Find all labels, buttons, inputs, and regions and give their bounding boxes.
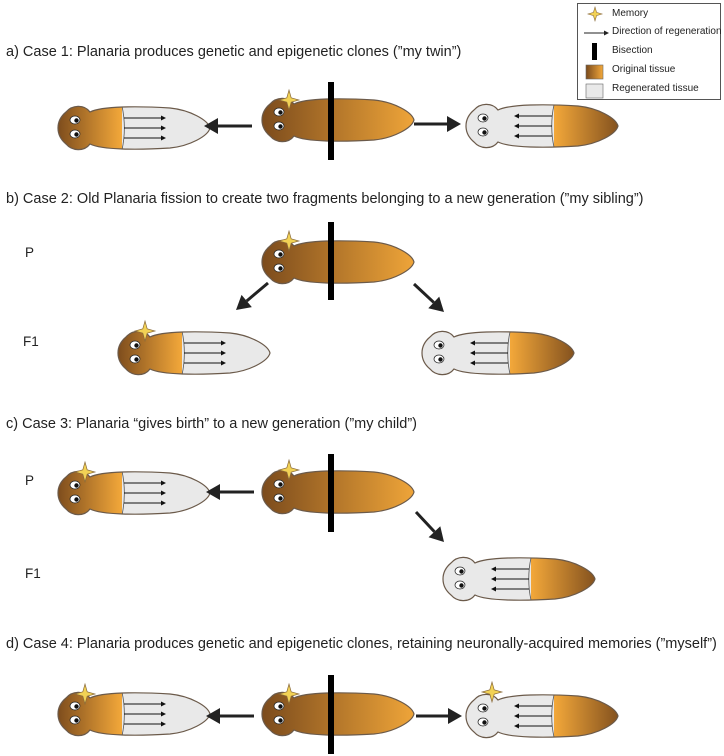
case-b-bisection-bar [328,222,334,300]
case-b-f1-label: F1 [23,334,39,349]
case-d-left-arrow [206,708,254,724]
case-d-right-arrow [416,708,462,724]
case-c-fragment-memory-icon [73,460,97,484]
legend-arrow-icon [584,30,609,36]
case-d-bisection-bar [328,675,334,754]
case-b-parent-label: P [25,245,35,260]
case-c-parent [261,469,415,515]
case-c-f1-label: F1 [25,566,41,581]
case-b-caption: b) Case 2: Old Planaria fission to creat… [6,191,644,207]
legend-memory-label: Memory [612,8,649,19]
case-d-tail-fragment [465,693,619,739]
legend-regenerated-swatch [585,83,604,99]
case-c-child [442,556,596,602]
original-tissue [262,470,414,514]
case-b-offspring-memory-icon [133,319,157,343]
original-tissue [262,240,414,284]
case-b-parent [261,239,415,285]
case-b-memory-icon [277,229,301,253]
legend-bisection-label: Bisection [612,45,653,56]
original-tissue [58,471,122,515]
original-tissue [262,692,414,736]
legend-memory-icon [586,5,604,23]
original-tissue [118,331,182,375]
case-c-parent-label: P [25,473,35,488]
case-a-bisection-bar [328,82,334,160]
legend-regenerated-label: Regenerated tissue [612,83,699,94]
case-a-tail-fragment [465,103,619,149]
case-a-left-arrow [204,118,252,134]
case-d-memory-icon [277,682,301,706]
case-a-memory-icon [277,88,301,112]
original-tissue [58,692,122,736]
case-d-fragment-memory-icon [73,682,97,706]
case-c-bisection-bar [328,454,334,532]
case-a-caption: a) Case 1: Planaria produces genetic and… [6,44,462,60]
legend: Memory Direction of regeneration Bisecti… [577,3,722,100]
case-c-caption: c) Case 3: Planaria “gives birth” to a n… [6,416,417,432]
case-a-right-arrow [414,116,461,132]
case-d-parent [261,691,415,737]
case-c-memory-icon [277,458,301,482]
case-a-parent [261,97,415,143]
case-c-right-arrow [414,510,444,542]
case-b-left-arrow [236,281,269,310]
legend-original-label: Original tissue [612,64,676,75]
case-b-right-arrow [412,282,444,312]
legend-bisection-icon [592,43,597,60]
original-tissue [262,98,414,142]
case-c-head-fragment [57,470,211,516]
case-b-tail-offspring [421,330,575,376]
case-d-tail-memory-icon [480,680,504,704]
case-a-head-fragment [57,105,211,151]
legend-direction-label: Direction of regeneration [612,26,722,37]
legend-original-swatch [585,64,604,80]
case-c-left-arrow [206,484,254,500]
original-tissue [58,106,122,150]
legend-symbols [584,5,609,99]
case-d-caption: d) Case 4: Planaria produces genetic and… [6,636,717,652]
